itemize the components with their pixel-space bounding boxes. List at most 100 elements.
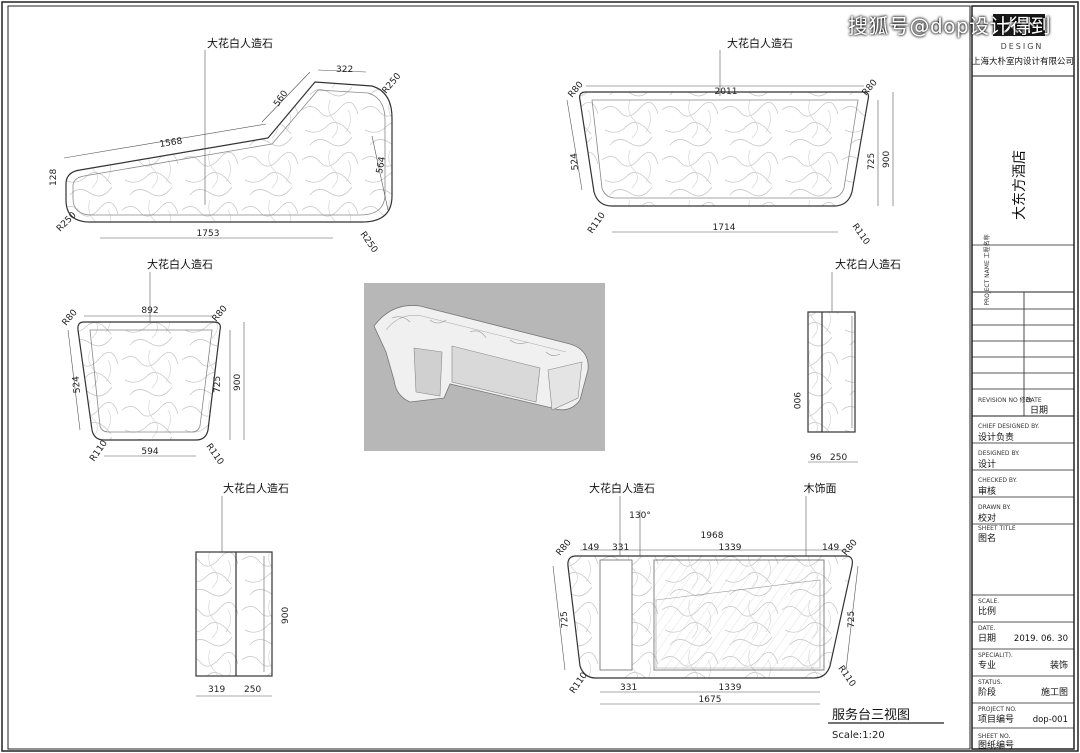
dimension-label: 比例 — [978, 605, 996, 617]
wood-label: 木饰面 — [804, 481, 837, 495]
dimension-label: 319 — [208, 685, 225, 695]
material-label-1: 大花白人造石 — [207, 36, 273, 50]
project-name-label: PROJECT NAME 工程名称 — [983, 234, 991, 305]
view-bot-left — [195, 551, 273, 677]
dimension-label: R80 — [841, 538, 860, 558]
dimension-label: R80 — [861, 78, 880, 98]
dimension-label: 1753 — [197, 229, 220, 239]
drawing-border — [7, 5, 971, 750]
material-label-4: 大花白人造石 — [835, 257, 901, 271]
drawing-scale: Scale:1:20 — [832, 730, 885, 741]
dimension-label: 1568 — [159, 136, 183, 150]
dimension-label: DATE. — [978, 625, 996, 632]
view-top-left — [65, 81, 393, 223]
view-mid-right — [807, 311, 856, 433]
dimension-label: 524 — [72, 375, 83, 393]
dimension-label: 2019. 06. 30 — [1014, 634, 1068, 644]
dimension-label: 装饰 — [1050, 659, 1068, 671]
dimension-label: 1968 — [701, 531, 724, 541]
dimension-label: 校对 — [978, 512, 996, 524]
dimension-label: 阶段 — [978, 686, 996, 698]
dimension-label: 项目编号 — [978, 713, 1014, 725]
material-label-6: 大花白人造石 — [589, 481, 655, 495]
dimension-label: 图纸编号 — [978, 739, 1014, 751]
dimension-label: R110 — [836, 664, 858, 689]
dimension-label: 725 — [213, 376, 223, 393]
dimension-label: dop-001 — [1033, 715, 1068, 725]
view-top-right — [579, 91, 870, 207]
dimension-label: 331 — [620, 683, 637, 693]
dimension-label: R110 — [88, 439, 110, 464]
dimension-label: R80 — [555, 538, 574, 558]
dimension-label: 725 — [560, 611, 571, 629]
dimension-label: 900 — [281, 607, 291, 624]
view-mid-left — [77, 321, 221, 441]
title-block — [971, 5, 1075, 750]
company-name: 上海大朴室内设计有限公司 — [972, 56, 1074, 67]
date-label-en: DATE — [1026, 397, 1042, 404]
dimension-label: 2011 — [715, 87, 738, 97]
logo-design: DESIGN — [1001, 42, 1044, 51]
dimension-label: 审核 — [978, 485, 996, 497]
logo-box — [993, 14, 1045, 36]
dimension-label: R80 — [61, 308, 80, 328]
logo-text: 大朴 — [1003, 16, 1035, 35]
dimension-label: SHEET NO. — [978, 733, 1010, 740]
view-bot-right — [567, 555, 853, 679]
dimension-label: 725 — [867, 153, 877, 170]
dimension-label: 250 — [830, 453, 847, 463]
dimension-label: 128 — [49, 169, 59, 186]
dimension-label: SPECIAL(T). — [978, 652, 1013, 659]
dimension-label: STATUS. — [978, 679, 1003, 686]
dimension-label: 524 — [570, 152, 581, 170]
dimension-label: 日期 — [978, 633, 996, 644]
dimension-label: R250 — [358, 230, 380, 255]
dimension-label: 1339 — [719, 683, 742, 693]
dimension-label: R110 — [204, 442, 226, 467]
dimension-label: R80 — [211, 304, 230, 324]
revision-grid — [972, 292, 1074, 416]
dimension-label: DESIGNED BY. — [978, 450, 1020, 457]
dimension-label: SCALE. — [978, 598, 999, 605]
dimension-label: 331 — [612, 543, 629, 553]
material-label-3: 大花白人造石 — [147, 257, 213, 271]
dimension-label: R110 — [586, 211, 608, 236]
dimension-label: 322 — [336, 65, 353, 75]
dimension-label: 725 — [847, 611, 857, 628]
dimension-label: 施工图 — [1041, 686, 1068, 698]
dimension-label: 900 — [882, 151, 892, 168]
dimension-label: 专业 — [978, 659, 996, 671]
dimension-label: 250 — [244, 685, 261, 695]
dimension-label: R110 — [850, 222, 872, 247]
date-label-cn: 日期 — [1030, 405, 1048, 416]
render-3d — [364, 283, 605, 451]
watermark: 搜狐号@dop设计得到 — [848, 14, 1052, 38]
dimension-label: 892 — [141, 306, 158, 316]
material-label-5: 大花白人造石 — [223, 481, 289, 495]
dimension-label: 1675 — [699, 695, 722, 705]
material-label-2: 大花白人造石 — [727, 36, 793, 50]
dimension-label: 设计 — [978, 458, 996, 470]
dimension-label: 560 — [272, 89, 290, 109]
dimension-label: 594 — [141, 447, 158, 457]
dimension-label: SHEET TITLE — [978, 525, 1016, 532]
dimension-label: PROJECT NO. — [978, 706, 1017, 713]
angle-label: 130° — [629, 511, 651, 521]
dimension-label: 1714 — [713, 223, 736, 233]
revision-label: REVISION NO 修改 — [978, 396, 1032, 404]
dimension-label: 149 — [582, 543, 599, 553]
drawing-title: 服务台三视图 — [832, 707, 910, 723]
dimension-label: 149 — [822, 543, 839, 553]
dimension-label: CHECKED BY. — [978, 477, 1017, 484]
dimension-label: 900 — [791, 392, 801, 409]
title-block-labels: CHIEF DESIGNED BY. 设计负责 DESIGNED BY. 设计 … — [978, 423, 1068, 751]
project-title: 大东方酒店 — [1012, 150, 1028, 220]
dimension-label: R250 — [381, 71, 404, 96]
dimension-label: 96 — [810, 453, 822, 463]
dimension-label: 900 — [233, 374, 243, 391]
dimension-label: 图名 — [978, 532, 996, 544]
dimension-label: 设计负责 — [978, 431, 1014, 443]
dimension-label: 564 — [375, 156, 388, 175]
